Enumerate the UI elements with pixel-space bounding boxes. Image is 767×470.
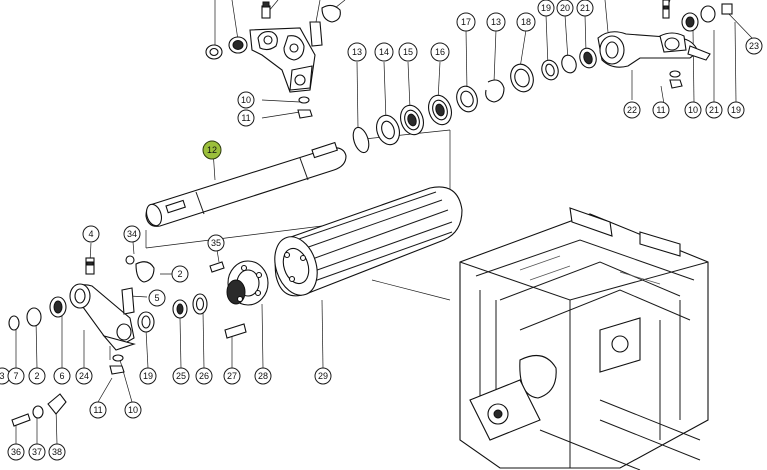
svg-text:5: 5 bbox=[154, 293, 159, 303]
upper-exploded-parts bbox=[352, 47, 597, 154]
svg-text:17: 17 bbox=[461, 17, 471, 27]
svg-text:18: 18 bbox=[521, 17, 531, 27]
callout-37: 37 bbox=[28, 443, 46, 461]
callout-11-lower: 11 bbox=[89, 401, 107, 419]
machine-frame bbox=[459, 207, 709, 470]
svg-text:38: 38 bbox=[52, 447, 62, 457]
svg-text:11: 11 bbox=[93, 405, 102, 415]
callout-27: 27 bbox=[223, 367, 241, 385]
svg-text:25: 25 bbox=[176, 371, 186, 381]
svg-text:7: 7 bbox=[13, 371, 18, 381]
svg-text:28: 28 bbox=[258, 371, 268, 381]
callout-35: 35 bbox=[207, 234, 225, 252]
callout-38: 38 bbox=[48, 443, 66, 461]
main-shaft bbox=[145, 141, 347, 227]
callout-22: 22 bbox=[623, 101, 641, 119]
svg-text:29: 29 bbox=[318, 371, 328, 381]
callout-5: 5 bbox=[148, 289, 166, 307]
svg-text:11: 11 bbox=[656, 105, 665, 115]
lower-left-arm bbox=[8, 255, 155, 427]
svg-text:36: 36 bbox=[11, 447, 21, 457]
sprocket-hub bbox=[137, 260, 269, 339]
svg-text:23: 23 bbox=[749, 41, 759, 51]
svg-text:13: 13 bbox=[491, 17, 501, 27]
svg-text:34: 34 bbox=[127, 229, 137, 239]
svg-text:35: 35 bbox=[211, 238, 221, 248]
callout-26: 26 bbox=[195, 367, 213, 385]
callout-10-lower: 10 bbox=[124, 401, 142, 419]
svg-text:10: 10 bbox=[128, 405, 138, 415]
callout-17: 17 bbox=[456, 12, 476, 32]
callout-14: 14 bbox=[374, 42, 394, 62]
svg-text:19: 19 bbox=[731, 105, 741, 115]
svg-text:3: 3 bbox=[0, 371, 5, 381]
callout-20: 20 bbox=[556, 0, 574, 17]
callout-34: 34 bbox=[123, 225, 141, 243]
callout-21-top: 21 bbox=[576, 0, 594, 17]
svg-text:10: 10 bbox=[688, 105, 698, 115]
svg-text:27: 27 bbox=[227, 371, 237, 381]
svg-text:13: 13 bbox=[352, 47, 362, 57]
callout-36: 36 bbox=[7, 443, 25, 461]
svg-text:37: 37 bbox=[32, 447, 42, 457]
svg-text:21: 21 bbox=[709, 105, 719, 115]
callout-11-upper: 11 bbox=[237, 109, 255, 127]
callout-13-left: 13 bbox=[347, 42, 367, 62]
svg-text:22: 22 bbox=[627, 105, 637, 115]
callout-23: 23 bbox=[745, 37, 763, 55]
callout-12-highlighted: 12 bbox=[202, 140, 222, 160]
upper-right-arm bbox=[597, 0, 733, 89]
svg-text:14: 14 bbox=[379, 47, 389, 57]
svg-text:10: 10 bbox=[241, 95, 251, 105]
svg-text:4: 4 bbox=[88, 229, 93, 239]
callout-10-right: 10 bbox=[684, 101, 702, 119]
callout-6: 6 bbox=[53, 367, 71, 385]
svg-text:16: 16 bbox=[435, 47, 445, 57]
svg-text:21: 21 bbox=[580, 3, 590, 13]
callout-25: 25 bbox=[172, 367, 190, 385]
callout-29: 29 bbox=[314, 367, 332, 385]
callout-11-right: 11 bbox=[652, 101, 670, 119]
callout-18: 18 bbox=[516, 12, 536, 32]
callout-19-right: 19 bbox=[727, 101, 745, 119]
callout-28: 28 bbox=[254, 367, 272, 385]
callout-10-upper: 10 bbox=[237, 91, 255, 109]
svg-text:2: 2 bbox=[177, 269, 182, 279]
callout-4: 4 bbox=[82, 225, 100, 243]
callout-2-upper: 2 bbox=[171, 265, 189, 283]
callout-7: 7 bbox=[7, 367, 25, 385]
callout-13-right: 13 bbox=[486, 12, 506, 32]
callout-19-lower: 19 bbox=[139, 367, 157, 385]
callout-24: 24 bbox=[75, 367, 93, 385]
svg-text:15: 15 bbox=[403, 47, 413, 57]
callout-2-lower: 2 bbox=[28, 367, 46, 385]
svg-text:2: 2 bbox=[34, 371, 39, 381]
svg-text:19: 19 bbox=[541, 3, 551, 13]
callout-16: 16 bbox=[430, 42, 450, 62]
svg-text:26: 26 bbox=[199, 371, 209, 381]
callout-15: 15 bbox=[398, 42, 418, 62]
svg-text:11: 11 bbox=[241, 113, 250, 123]
svg-text:6: 6 bbox=[59, 371, 64, 381]
svg-text:12: 12 bbox=[207, 145, 217, 155]
upper-bearing-bracket bbox=[205, 1, 341, 119]
callout-21-right: 21 bbox=[705, 101, 723, 119]
svg-text:19: 19 bbox=[143, 371, 153, 381]
fluted-roller bbox=[274, 186, 463, 297]
svg-text:24: 24 bbox=[79, 371, 89, 381]
callout-19-top: 19 bbox=[537, 0, 555, 17]
svg-text:20: 20 bbox=[560, 3, 570, 13]
